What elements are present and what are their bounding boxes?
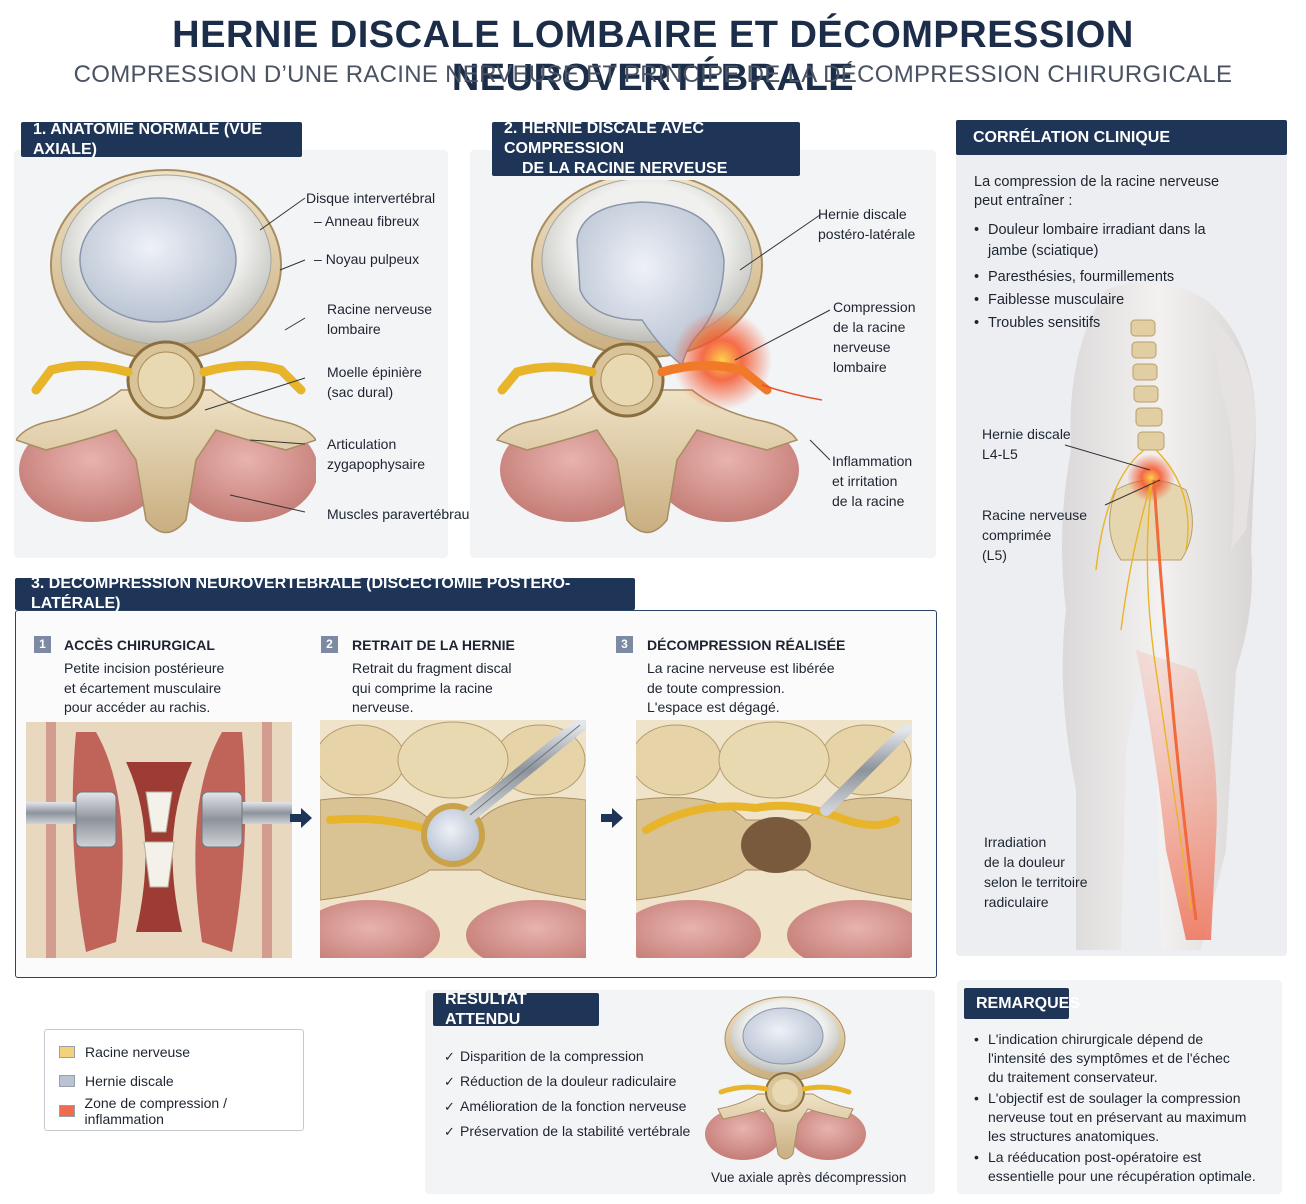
panel-result-heading: RÉSULTAT ATTENDU [433, 991, 599, 1028]
step-1-number: 1 [34, 636, 51, 653]
panel-remarks-heading: REMARQUES [964, 988, 1080, 1019]
body-illustration [1062, 282, 1256, 950]
list-item: Préservation de la stabilité vertébrale [444, 1119, 690, 1144]
list-item: Paresthésies, fourmillements [974, 266, 1244, 289]
label-annulus: – Anneau fibreux [314, 213, 420, 229]
page-title: HERNIE DISCALE LOMBAIRE ET DÉCOMPRESSION… [172, 14, 1134, 99]
remarks-list: L'indication chirurgicale dépend del'int… [974, 1030, 1274, 1186]
list-item: L'objectif est de soulager la compressio… [974, 1089, 1274, 1146]
hernia-removal-illustration [320, 720, 586, 958]
step-3-title: DÉCOMPRESSION RÉALISÉE [647, 637, 846, 653]
legend-item: Zone de compression / inflammation [59, 1095, 303, 1127]
legend-swatch [59, 1045, 75, 1058]
list-item: Amélioration de la fonction nerveuse [444, 1094, 690, 1119]
list-item: La rééducation post-opératoire estessent… [974, 1148, 1274, 1186]
legend-item: Racine nerveuse [59, 1037, 303, 1067]
vertebra-axial-normal-illustration [16, 169, 316, 534]
decompression-result-illustration [636, 720, 912, 958]
label-spinal-cord: Moelle épinière(sac dural) [327, 364, 422, 400]
label-disc: Disque intervertébral [306, 190, 436, 206]
vertebra-axial-hernia-illustration [495, 180, 822, 534]
panel-clinical-heading: CORRÉLATION CLINIQUE [956, 120, 1287, 155]
panel1-leader-lines [204, 197, 306, 513]
clinical-symptom-list: Douleur lombaire irradiant dans la jambe… [974, 220, 1244, 335]
result-list: Disparition de la compression Réduction … [444, 1044, 690, 1144]
step-3-number: 3 [616, 636, 633, 653]
result-caption: Vue axiale après décompression [711, 1170, 907, 1185]
clinical-leader-lines [1064, 444, 1161, 506]
list-item: Faiblesse musculaire [974, 289, 1244, 312]
panel-decompression-heading: 3. DÉCOMPRESSION NEUROVERTÉBRALE (DISCEC… [15, 575, 635, 612]
list-item: L'indication chirurgicale dépend del'int… [974, 1030, 1274, 1087]
arrow-icon [601, 808, 623, 828]
label-nucleus: – Noyau pulpeux [314, 251, 420, 267]
label-muscles: Muscles paravertébraux [327, 506, 477, 522]
list-item: Troubles sensitifs [974, 312, 1244, 335]
panel-normal-anatomy-heading: 1. ANATOMIE NORMALE (VUE AXIALE) [21, 121, 302, 158]
step-2-title: RETRAIT DE LA HERNIE [352, 637, 515, 653]
list-item: Douleur lombaire irradiant dans la jambe… [974, 220, 1244, 266]
list-item: Réduction de la douleur radiculaire [444, 1069, 690, 1094]
legend: Racine nerveuse Hernie discale Zone de c… [44, 1029, 304, 1131]
legend-item: Hernie discale [59, 1067, 303, 1097]
vertebra-after-decompression-illustration [705, 996, 866, 1160]
step-2-number: 2 [321, 636, 338, 653]
page-subtitle: COMPRESSION D’UNE RACINE NERVEUSE ET PRI… [73, 61, 1233, 88]
legend-swatch [59, 1075, 75, 1088]
step-1-title: ACCÈS CHIRURGICAL [64, 637, 215, 653]
surgical-access-illustration [26, 722, 292, 958]
panel2-leader-lines [734, 214, 830, 461]
arrow-icon [290, 808, 312, 828]
legend-swatch [59, 1104, 75, 1117]
list-item: Disparition de la compression [444, 1044, 690, 1069]
